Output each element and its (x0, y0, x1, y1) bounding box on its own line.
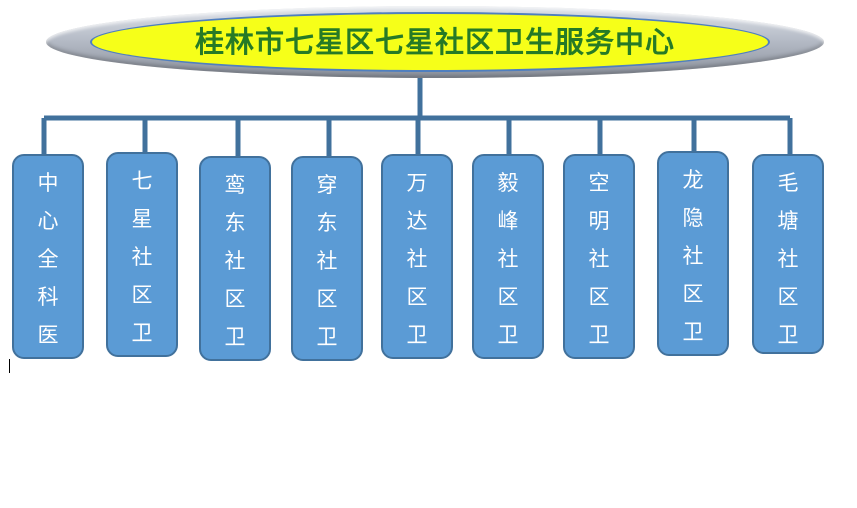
node-wanda-station: 万达社区卫生服务站 (381, 154, 453, 499)
node-label: 中心全科医师团队 (37, 171, 59, 461)
org-chart: 桂林市七星区七星社区卫生服务中心 中心全科医师团队 七星社区卫生服务站 鸾东社区… (9, 6, 824, 501)
node-label: 鸾东社区卫生服务站 (224, 173, 246, 501)
node-qixing-station: 七星社区卫生服务站 (106, 152, 178, 497)
node-longyin-station: 龙隐社区卫生服务站 (657, 151, 729, 496)
node-label: 万达社区卫生服务站 (406, 171, 428, 499)
title-inner-ellipse (90, 12, 770, 72)
node-label: 龙隐社区卫生服务站 (682, 168, 704, 496)
connector-lines (41, 76, 793, 157)
title-banner: 桂林市七星区七星社区卫生服务中心 (46, 6, 824, 78)
node-label: 七星社区卫生服务站 (131, 169, 153, 497)
node-label: 空明社区卫生服务站 (588, 171, 610, 499)
node-center-team: 中心全科医师团队 (12, 154, 84, 461)
node-kongming-station: 空明社区卫生服务站 (563, 154, 635, 499)
diagram-title: 桂林市七星区七星社区卫生服务中心 (194, 25, 675, 59)
node-yifeng-station: 毅峰社区卫生服务站 (472, 154, 544, 499)
node-label: 毅峰社区卫生服务站 (497, 171, 519, 499)
node-chuandong-station: 穿东社区卫生服务站 (291, 156, 363, 501)
node-label: 穿东社区卫生服务站 (316, 173, 338, 501)
text-cursor (9, 359, 10, 373)
node-label: 毛塘社区卫生服务站 (777, 171, 799, 499)
node-luandong-station: 鸾东社区卫生服务站 (199, 156, 271, 501)
node-maotang-station: 毛塘社区卫生服务站 (752, 154, 824, 499)
